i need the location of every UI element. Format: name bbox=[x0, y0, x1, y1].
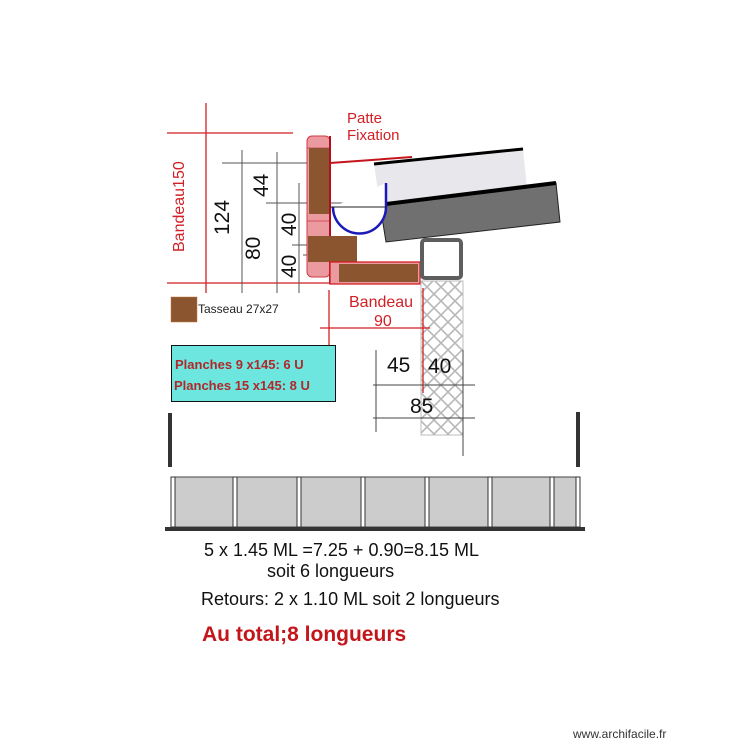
square-tube bbox=[420, 238, 463, 280]
dim-40-upper: 40 bbox=[278, 212, 301, 236]
patte-label-line1: Patte bbox=[347, 110, 383, 127]
tasseau-lower bbox=[308, 236, 357, 262]
note-line-1: Planches 9 x145: 6 U bbox=[175, 357, 304, 372]
patte-label-line2: Fixation bbox=[347, 127, 400, 144]
total-label: Au total;8 longueurs bbox=[202, 623, 407, 646]
calc-line-3: Retours: 2 x 1.10 ML soit 2 longueurs bbox=[201, 589, 500, 609]
watermark: www.archifacile.fr bbox=[573, 727, 667, 741]
horizontal-board bbox=[329, 261, 421, 285]
post-dimension-lines bbox=[373, 350, 475, 456]
tasseau-legend-label: Tasseau 27x27 bbox=[198, 302, 279, 316]
dim-80: 80 bbox=[242, 236, 265, 260]
patte-fixation-line bbox=[329, 156, 413, 164]
bandeau150-label: Bandeau150 bbox=[171, 161, 188, 252]
hatched-post bbox=[420, 280, 464, 436]
roof-section bbox=[373, 147, 561, 243]
tasseau-legend-swatch bbox=[170, 296, 198, 323]
return-left-bar bbox=[168, 413, 172, 467]
dim-44: 44 bbox=[250, 173, 273, 197]
calc-line-1: 5 x 1.45 ML =7.25 + 0.90=8.15 ML bbox=[204, 540, 480, 560]
bandeau90-dimension-lines bbox=[320, 288, 430, 393]
bandeau90-label-line1: Bandeau bbox=[349, 294, 414, 311]
planches-note-box: Planches 9 x145: 6 U Planches 15 x145: 8… bbox=[171, 345, 336, 402]
return-right-bar bbox=[576, 412, 580, 467]
bandeau90-label-line2: 90 bbox=[374, 313, 392, 330]
dim-40-lower: 40 bbox=[278, 254, 301, 278]
gutter bbox=[330, 183, 388, 235]
calc-line-2: soit 6 longueurs bbox=[267, 561, 395, 581]
dim-85: 85 bbox=[410, 395, 434, 418]
elevation-view bbox=[165, 412, 585, 531]
tasseau-upper bbox=[309, 148, 329, 214]
note-line-2: Planches 15 x145: 8 U bbox=[174, 378, 310, 393]
dim-40-post: 40 bbox=[428, 355, 452, 378]
dim-45: 45 bbox=[387, 354, 411, 377]
dim-124: 124 bbox=[211, 199, 234, 235]
base-bar bbox=[165, 527, 585, 531]
bandeau150-dimension-lines bbox=[167, 103, 330, 293]
